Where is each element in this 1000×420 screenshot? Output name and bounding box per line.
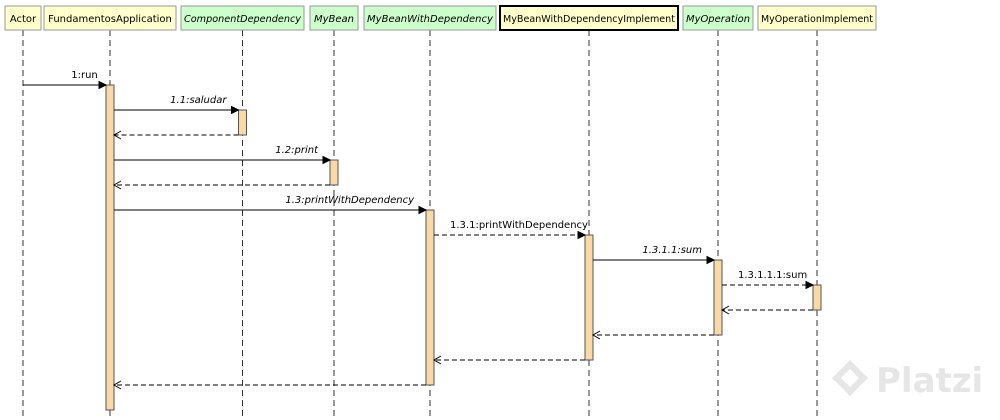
participant-label: MyOperationImplement (761, 14, 873, 25)
watermark: Platzi (832, 360, 983, 401)
participant-label: MyBeanWithDependency (367, 14, 494, 25)
participant-my-operation[interactable]: MyOperation (682, 5, 754, 31)
participant-box (682, 5, 754, 31)
arrowhead-open (591, 330, 601, 340)
activation-bar (584, 234, 594, 361)
message-13 (112, 380, 426, 390)
activation-bar (812, 284, 822, 311)
message-label: 1.1:saludar (170, 95, 227, 106)
message-6: 1.3:printWithDependency (114, 195, 428, 215)
arrowhead-open (720, 305, 730, 315)
participant-label: MyBean (314, 14, 354, 25)
arrowhead-filled (577, 230, 587, 240)
participant-my-operation-implement[interactable]: MyOperationImplement (757, 5, 877, 31)
arrowhead-filled (805, 280, 815, 290)
message-label: 1:run (71, 70, 98, 81)
arrowhead-open (112, 130, 122, 140)
activation-bar (238, 109, 247, 136)
participant-label: ComponentDependency (184, 14, 302, 25)
participant-fundamentos-application[interactable]: FundamentosApplication (43, 5, 177, 31)
message-8: 1.3.1.1:sum (593, 245, 716, 265)
message-3 (112, 130, 239, 140)
message-label: 1.3:printWithDependency (285, 195, 415, 206)
messages: 1:run 1.1:saludar 1.2:print 1.3:printWithDe… (23, 70, 815, 390)
message-label: 1.3.1.1:sum (642, 245, 702, 256)
participant-component-dependency[interactable]: ComponentDependency (180, 5, 305, 31)
activation-bar (105, 84, 115, 411)
lifelines (22, 30, 818, 420)
participant-box (180, 5, 305, 31)
arrowhead-filled (322, 155, 332, 165)
message-5 (112, 180, 330, 190)
platzi-logo-icon (832, 360, 868, 396)
message-1: 1:run (23, 70, 108, 90)
participant-box (4, 5, 42, 31)
participant-label: MyBeanWithDependencyImplement (503, 14, 675, 25)
message-10 (720, 305, 813, 315)
participant-box (309, 5, 359, 31)
participant-box (757, 5, 877, 31)
participant-box (43, 5, 177, 31)
participant-label: MyOperation (686, 14, 750, 25)
participant-my-bean-with-dependency-implement[interactable]: MyBeanWithDependencyImplement (499, 5, 679, 31)
arrowhead-open (112, 380, 122, 390)
activation-bar (329, 159, 339, 186)
activation-bar (425, 209, 435, 386)
participant-headers: Actor FundamentosApplication ComponentDepe… (4, 5, 877, 31)
activation-bar (713, 259, 723, 336)
participant-label: Actor (10, 14, 37, 25)
message-2: 1.1:saludar (114, 95, 240, 115)
participant-my-bean-with-dependency[interactable]: MyBeanWithDependency (363, 5, 497, 31)
participant-box (363, 5, 497, 31)
message-11 (591, 330, 714, 340)
arrowhead-filled (706, 255, 716, 265)
arrowhead-open (432, 355, 442, 365)
participant-actor[interactable]: Actor (4, 5, 42, 31)
arrowhead-open (112, 180, 122, 190)
watermark-text: Platzi (876, 361, 983, 401)
participant-box (499, 5, 679, 31)
message-4: 1.2:print (114, 145, 332, 165)
arrowhead-filled (231, 105, 240, 115)
arrowhead-filled (418, 205, 428, 215)
arrowhead-filled (98, 80, 108, 90)
activation-bars (105, 84, 822, 411)
participant-my-bean[interactable]: MyBean (309, 5, 359, 31)
message-label: 1.3.1.1.1:sum (738, 270, 807, 281)
message-label: 1.2:print (275, 145, 319, 156)
message-9: 1.3.1.1.1:sum (722, 270, 815, 290)
participant-label: FundamentosApplication (48, 14, 172, 25)
message-12 (432, 355, 585, 365)
message-7: 1.3.1:printWithDependency (434, 220, 588, 240)
message-label: 1.3.1:printWithDependency (450, 220, 588, 231)
